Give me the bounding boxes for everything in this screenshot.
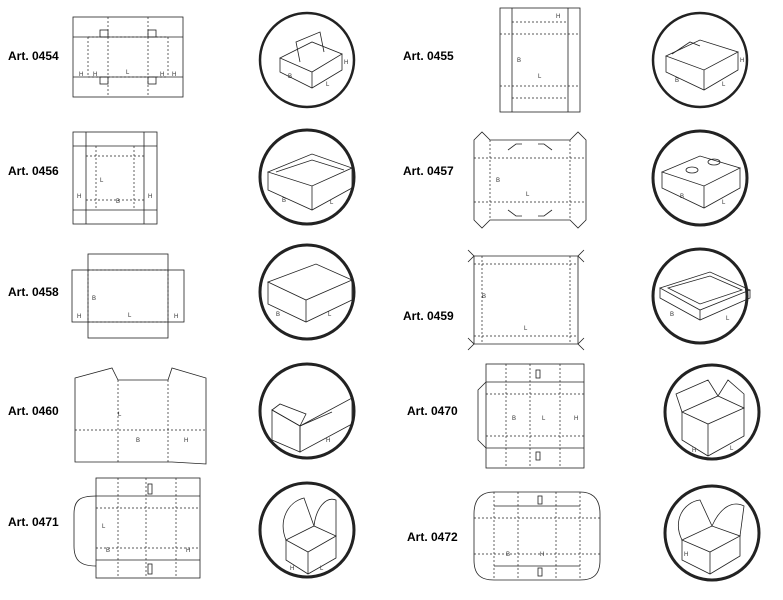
dim-label: B [506,552,510,558]
dim-label: L [538,74,542,80]
dim-label: B [512,416,516,422]
die-cut-0472: B H [473,491,601,581]
dim-label: L [320,566,324,572]
dim-label: L [118,412,122,418]
dim-label: L [330,200,334,206]
dim-label: H [556,14,560,20]
dim-label: B [136,438,140,444]
article-label: Art. 0457 [403,164,454,178]
dim-label: H [77,314,81,320]
dim-label: L [128,313,132,319]
dim-label: B [680,194,684,200]
dim-label: H [692,448,696,454]
article-label: Art. 0458 [8,285,59,299]
dim-label: B [675,78,679,84]
dim-label: L [526,192,530,198]
box-illustration-0457: B L [651,129,749,227]
article-label: Art. 0455 [403,49,454,63]
dim-label: B [496,178,500,184]
dim-label: L [100,178,104,184]
dim-label: H [93,72,97,78]
dim-label: H [290,566,294,572]
article-label: Art. 0456 [8,164,59,178]
dim-label: B [482,294,486,300]
dim-label: L [524,326,528,332]
dim-label: H [574,416,578,422]
dim-label: L [542,416,546,422]
dim-label: B [276,312,280,318]
article-label: Art. 0471 [8,515,59,529]
box-illustration-0472: H [663,484,761,582]
article-label: Art. 0460 [8,404,59,418]
dim-label: L [726,316,730,322]
article-label: Art. 0472 [407,530,458,544]
dim-label: B [517,58,521,64]
dim-label: H [174,314,178,320]
die-cut-0454: H H L H H [72,16,184,98]
dim-label: H [184,438,188,444]
dim-label: H [172,72,176,78]
die-cut-0459: B L [467,249,585,351]
box-illustration-0470: H L [663,363,761,461]
die-cut-0470: B L H [477,363,585,469]
die-cut-0471: L B H [73,477,201,579]
die-cut-0458: B L H H [71,253,185,339]
die-cut-0457: B L [473,131,587,229]
box-illustration-0456: B L [258,128,356,226]
box-illustration-0454: B L H [258,11,356,109]
dim-label: B [106,548,110,554]
dim-label: H [740,58,744,64]
dim-label: H [684,552,688,558]
die-cut-0460: L B H [74,367,207,465]
die-cut-0456: L B H H [72,131,158,225]
dim-label: L [722,200,726,206]
box-illustration-0455: B L H [651,11,749,109]
dim-label: L [722,82,726,88]
article-label: Art. 0454 [8,49,59,63]
dim-label: H [77,194,81,200]
dim-label: B [670,312,674,318]
box-illustration-0459: B L [651,247,752,345]
dim-label: L [102,524,106,530]
dim-label: H [148,194,152,200]
dim-label: H [79,72,83,78]
dim-label: H [344,60,348,66]
dim-label: L [326,82,330,88]
dim-label: H [186,548,190,554]
article-label: Art. 0459 [403,309,454,323]
die-cut-0455: B L H [499,7,581,113]
box-illustration-0460: H [258,362,356,460]
dim-label: H [160,72,164,78]
dim-label: B [288,74,292,80]
dim-label: L [328,312,332,318]
dim-label: B [116,199,120,205]
article-label: Art. 0470 [407,404,458,418]
dim-label: H [326,438,330,444]
dim-label: L [730,446,734,452]
dim-label: B [92,296,96,302]
dim-label: B [282,198,286,204]
box-illustration-0471: H L [258,481,356,579]
box-illustration-0458: B L [258,243,356,341]
dim-label: L [126,70,130,76]
dim-label: H [540,552,544,558]
